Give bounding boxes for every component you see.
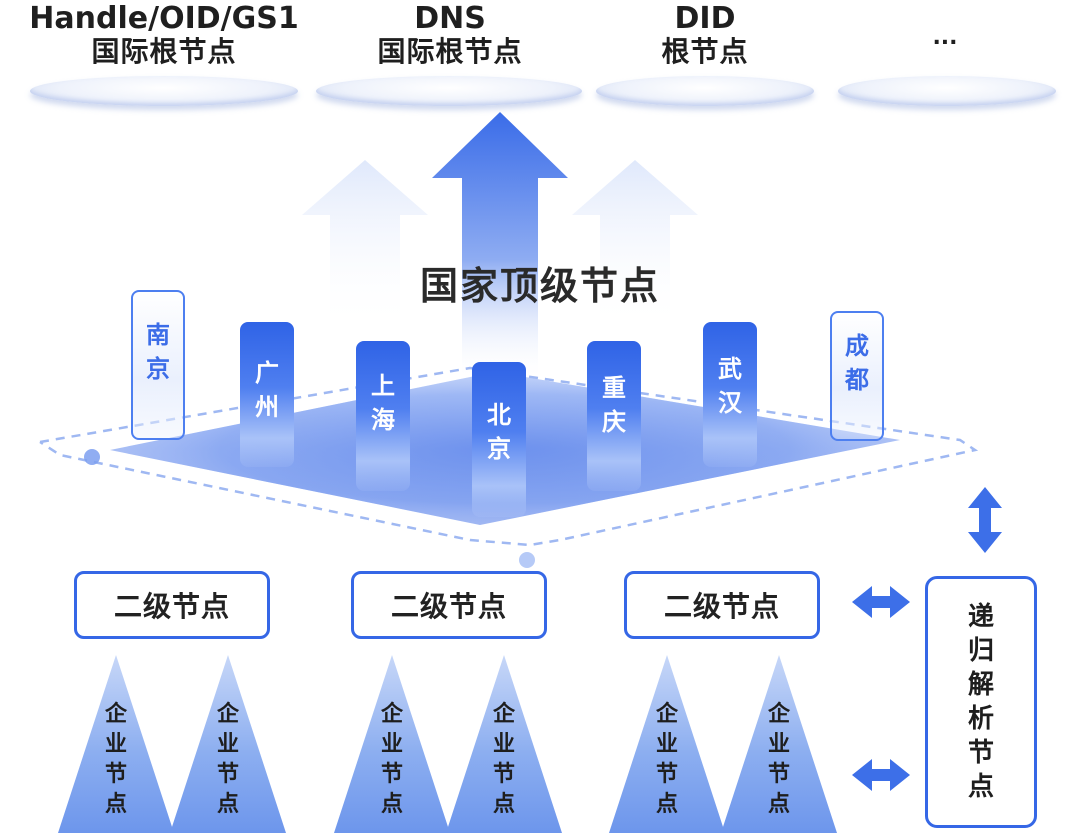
enterprise-char: 业 [767,732,790,757]
enterprise-char: 点 [104,792,127,817]
side-arrow-left [302,160,428,330]
city-pillar-chengdu: 成 都 [830,311,884,441]
root-more-line1: ... [932,25,958,50]
enterprise-char: 点 [216,792,239,817]
city-char: 海 [371,406,395,434]
enterprise-label-1: 企 业 节 点 [58,700,174,820]
enterprise-char: 业 [655,732,678,757]
city-char: 京 [487,435,511,463]
side-arrow-right [572,160,698,330]
city-char: 成 [845,332,869,360]
city-char: 庆 [602,408,626,436]
root-disc-did [596,76,814,106]
main-up-arrow [432,112,568,380]
enterprise-char: 节 [492,762,515,787]
root-did: DID 根节点 [615,2,795,67]
enterprise-char: 节 [216,762,239,787]
root-disc-handle [30,76,298,106]
enterprise-label-4: 企 业 节 点 [446,700,562,820]
recursive-char: 解 [967,670,994,700]
root-handle: Handle/OID/GS1 国际根节点 [5,2,323,67]
root-dns-line1: DNS [414,1,486,36]
city-pillar-beijing: 北 京 [472,362,526,517]
horizontal-double-arrow-bottom [852,759,910,791]
city-char: 州 [255,393,279,421]
enterprise-char: 点 [655,792,678,817]
enterprise-char: 企 [492,702,515,727]
enterprise-char: 节 [104,762,127,787]
enterprise-label-3: 企 业 节 点 [334,700,450,820]
recursive-resolution-node: 递 归 解 析 节 点 [925,576,1037,828]
enterprise-char: 节 [380,762,403,787]
enterprise-char: 节 [655,762,678,787]
city-char: 汉 [718,389,742,417]
enterprise-label-2: 企 业 节 点 [170,700,286,820]
vertical-double-arrow [968,487,1002,553]
secondary-node-2: 二级节点 [351,571,547,639]
enterprise-char: 企 [216,702,239,727]
city-char: 上 [371,372,395,400]
top-level-title: 国家顶级节点 [419,264,660,308]
horizontal-double-arrow-top [852,586,910,618]
enterprise-char: 企 [655,702,678,727]
enterprise-char: 点 [767,792,790,817]
root-disc-more [838,76,1056,106]
enterprise-char: 企 [380,702,403,727]
enterprise-char: 节 [767,762,790,787]
enterprise-label-5: 企 业 节 点 [609,700,725,820]
root-dns-line2: 国际根节点 [377,34,523,68]
city-pillar-wuhan: 武 汉 [703,322,757,467]
city-pillar-nanjing: 南 京 [131,290,185,440]
enterprise-char: 业 [380,732,403,757]
root-did-line1: DID [674,1,736,36]
city-char: 重 [602,374,626,402]
city-char: 京 [146,355,170,383]
root-disc-dns [316,76,582,106]
enterprise-label-6: 企 业 节 点 [721,700,837,820]
enterprise-char: 业 [216,732,239,757]
enterprise-char: 业 [104,732,127,757]
enterprise-char: 企 [104,702,127,727]
city-char: 南 [146,321,170,349]
root-handle-line1: Handle/OID/GS1 [29,1,299,36]
city-pillar-guangzhou: 广 州 [240,322,294,467]
city-char: 都 [845,366,869,394]
city-char: 广 [255,359,279,387]
recursive-char: 归 [967,636,994,666]
root-more: ... [880,25,1010,51]
secondary-node-1: 二级节点 [74,571,270,639]
city-char: 武 [718,355,742,383]
recursive-char: 点 [967,772,994,802]
enterprise-char: 点 [492,792,515,817]
enterprise-char: 企 [767,702,790,727]
city-pillar-shanghai: 上 海 [356,341,410,491]
root-dns: DNS 国际根节点 [340,2,560,67]
secondary-node-3: 二级节点 [624,571,820,639]
recursive-char: 递 [967,602,994,632]
root-handle-line2: 国际根节点 [91,34,237,68]
enterprise-char: 点 [380,792,403,817]
city-pillar-chongqing: 重 庆 [587,341,641,491]
city-char: 北 [487,401,511,429]
recursive-char: 节 [967,738,994,768]
root-did-line2: 根节点 [661,34,749,68]
enterprise-char: 业 [492,732,515,757]
recursive-char: 析 [967,704,994,734]
